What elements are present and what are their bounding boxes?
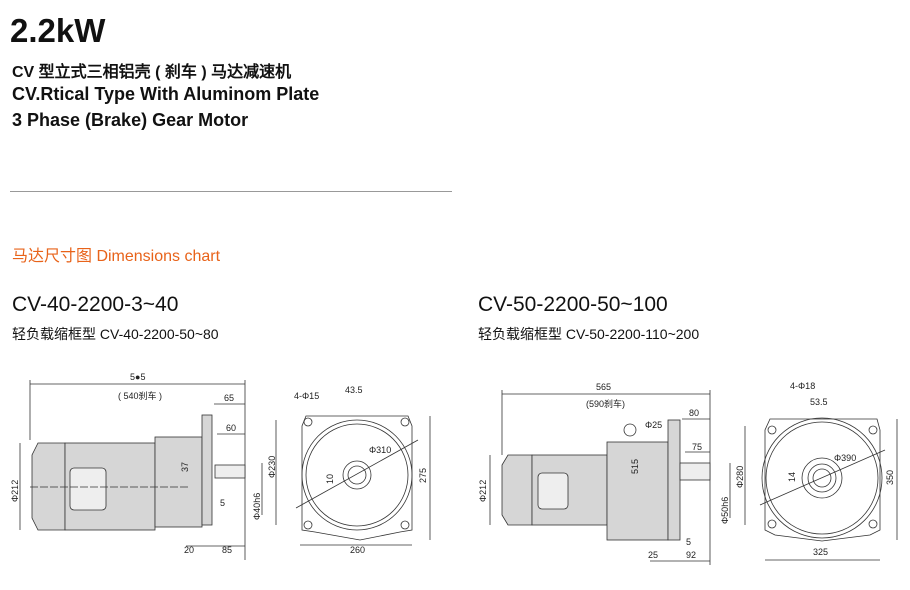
dim-25: 25	[648, 550, 658, 560]
motor-front-view-1	[295, 415, 431, 546]
section-title: 马达尺寸图 Dimensions chart	[12, 248, 221, 265]
dim-holes: 4-Φ18	[790, 381, 815, 391]
dim-total: 5●5	[130, 372, 145, 382]
dim-260: 260	[350, 545, 365, 555]
dim-phi40h6: Φ40h6	[252, 493, 262, 520]
dim-85: 85	[222, 545, 232, 555]
model-variant-1: 轻负载缩框型 CV-40-2200-50~80	[12, 326, 219, 342]
dim-275: 275	[418, 468, 428, 483]
model-name-2: CV-50-2200-50~100	[478, 293, 668, 316]
dim-phi310: Φ310	[369, 445, 391, 455]
page-title: 2.2kW	[10, 12, 106, 49]
dim-53.5: 53.5	[810, 397, 828, 407]
dim-515: 515	[630, 459, 640, 474]
dim-14: 14	[787, 472, 797, 482]
dim-10: 10	[325, 474, 335, 484]
subtitle-cn: CV 型立式三相铝壳 ( 刹车 ) 马达减速机	[12, 64, 292, 81]
dim-brake: (590刹车)	[586, 398, 625, 409]
dim-43.5: 43.5	[345, 385, 363, 395]
model-name-1: CV-40-2200-3~40	[12, 293, 179, 316]
dim-65: 65	[224, 393, 234, 403]
dim-80: 80	[689, 408, 699, 418]
dim-60: 60	[226, 423, 236, 433]
dim-phi230: Φ230	[267, 456, 277, 478]
subtitle-en-2: 3 Phase (Brake) Gear Motor	[12, 110, 249, 130]
motor-side-view-1	[19, 380, 277, 560]
dim-5: 5	[220, 498, 225, 508]
dim-325: 325	[813, 547, 828, 557]
dim-phi212: Φ212	[10, 480, 20, 502]
dim-holes: 4-Φ15	[294, 391, 319, 401]
dim-37: 37	[180, 462, 190, 472]
dim-total: 565	[596, 382, 611, 392]
dim-5: 5	[686, 537, 691, 547]
dim-brake: ( 540刹车 )	[118, 390, 162, 401]
dim-phi390: Φ390	[834, 453, 856, 463]
dim-75: 75	[692, 442, 702, 452]
motor-side-view-2	[489, 390, 746, 565]
dim-phi280: Φ280	[735, 466, 745, 488]
subtitle-en-1: CV.Rtical Type With Aluminom Plate	[12, 84, 320, 104]
model-variant-2: 轻负载缩框型 CV-50-2200-110~200	[478, 326, 700, 342]
divider	[10, 191, 452, 192]
motor-front-view-2	[759, 417, 898, 561]
dim-phi25: Φ25	[645, 420, 662, 430]
dim-92: 92	[686, 550, 696, 560]
dim-phi212: Φ212	[478, 480, 488, 502]
dim-20: 20	[184, 545, 194, 555]
dim-phi50h6: Φ50h6	[720, 497, 730, 524]
dim-350: 350	[885, 470, 895, 485]
